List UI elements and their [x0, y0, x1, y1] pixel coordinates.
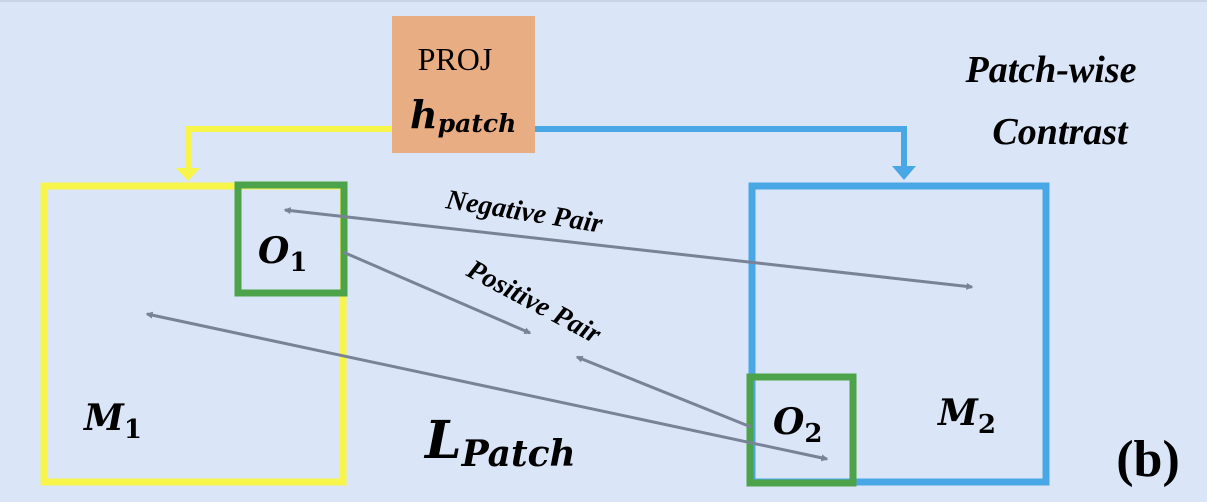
o2-to-center-arrow: [575, 355, 752, 429]
panel-label: (b): [1116, 431, 1180, 488]
o1-label: O1: [258, 230, 307, 278]
pair-arrows: [145, 207, 974, 462]
loss-label: LPatch: [423, 410, 576, 475]
m2-label: M2: [936, 392, 996, 440]
blue-feed-path: [535, 126, 916, 180]
projection-head: PROJ hpatch: [392, 16, 535, 153]
projection-symbol: hpatch: [410, 92, 516, 138]
title-line-1: Patch-wise: [965, 49, 1137, 91]
m1-label: M1: [82, 397, 142, 445]
projection-label: PROJ: [418, 41, 493, 77]
title-line-2: Contrast: [992, 111, 1129, 153]
yellow-feed-path: [176, 126, 392, 181]
projection-box: [392, 16, 535, 153]
title: Patch-wise Contrast: [965, 49, 1137, 153]
m1-o2-arrow: [145, 311, 829, 462]
negative-pair-arrow: [283, 207, 974, 290]
positive-pair-label: Positive Pair: [461, 253, 607, 350]
o2-label: O2: [773, 401, 822, 449]
